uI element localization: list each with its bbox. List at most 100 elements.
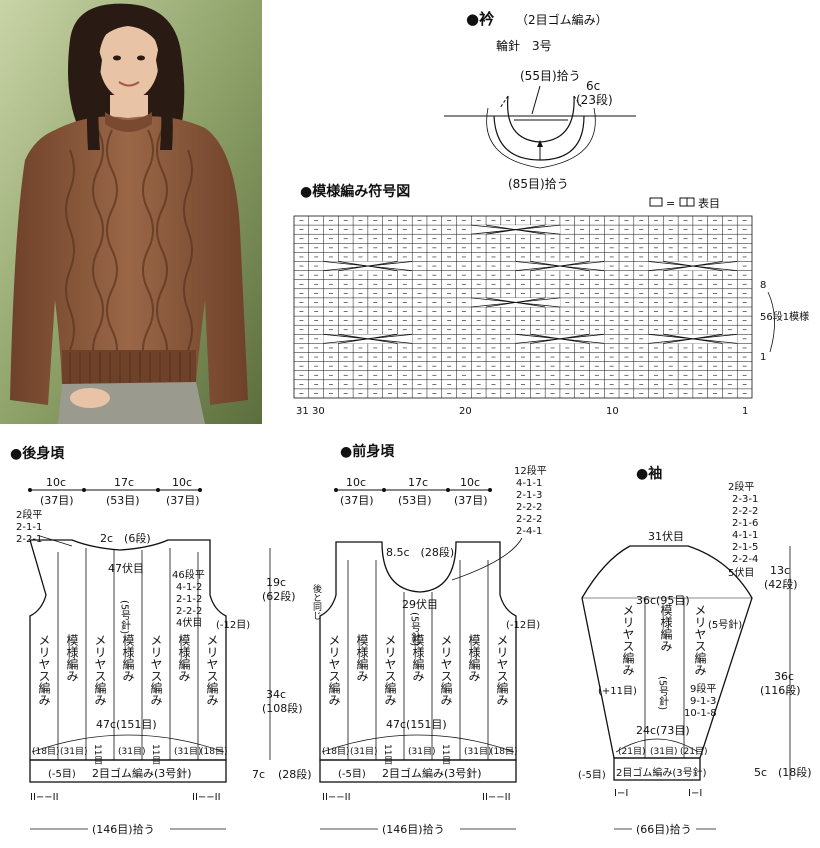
- model-illustration: [0, 0, 262, 424]
- sleeve-column-lines: [644, 598, 685, 758]
- sleeve-cap-8: 5伏目: [728, 566, 754, 579]
- collar-dash-left: [499, 95, 509, 109]
- back-arm-4: 2-2-2: [176, 606, 202, 617]
- front-neck-5: 2-2-2: [516, 514, 542, 525]
- back-arm-5: 4伏目: [176, 616, 202, 629]
- front-dim-dot-2: [382, 488, 386, 492]
- front-neck-3: 2-1-3: [516, 490, 542, 501]
- column-label: メリヤス編み: [205, 634, 219, 706]
- collar-dash-right: [573, 95, 583, 109]
- front-body-section: ●前身頃 10c 17c 10c (37目) (53目) (37目) 12段平 …: [311, 443, 547, 836]
- sleeve-inc: (+11目): [598, 686, 637, 697]
- column-label: メリヤス編み: [37, 634, 51, 706]
- column-label: メリヤス編み: [439, 634, 453, 706]
- sleeve-width-arc: [615, 738, 699, 753]
- column-label: 模様編み: [65, 634, 79, 682]
- sleeve-rib-rows: (18段): [778, 765, 812, 779]
- collar-pickup-bottom: (85目)拾う: [508, 176, 569, 191]
- back-neck-drop: 2c (6段): [100, 531, 151, 545]
- cable-crosses: [323, 224, 738, 344]
- back-dim-dot-1: [28, 488, 32, 492]
- back-armhole-len: 19c: [266, 576, 286, 589]
- front-arm-side: (-12目): [506, 620, 540, 631]
- cast-count: 11目: [440, 744, 450, 764]
- chart-ytick-1: 1: [760, 352, 766, 363]
- chart-xtick-31: 31: [296, 406, 309, 417]
- back-dim-dot-2: [82, 488, 86, 492]
- column-label: 模様編み: [177, 634, 191, 682]
- back-column-lines: [57, 548, 199, 760]
- sleeve-cap-5: 4-1-1: [732, 530, 758, 541]
- back-arm-1: 46段平: [172, 568, 205, 581]
- sleeve-lower-width: 24c(73目): [636, 724, 690, 737]
- front-width-arc: [321, 734, 515, 753]
- back-neck-2: 2-1-1: [16, 522, 42, 533]
- back-neck-3: 2-2-1: [16, 534, 42, 545]
- sleeve-cap-rows: (42段): [764, 577, 798, 591]
- chart-xtick-30: 30: [312, 406, 325, 417]
- front-rib-marks-r: II−−II: [482, 792, 511, 803]
- back-arm-2: 4-1-2: [176, 582, 202, 593]
- back-dim-dot-4: [198, 488, 202, 492]
- back-title: ●後身頃: [10, 445, 65, 462]
- collar-pickup-top: (55目)拾う: [520, 68, 581, 83]
- front-w1: 10c: [346, 476, 366, 489]
- chart-repeat-bracket: [767, 291, 775, 353]
- back-rib-marks-l: II−−II: [30, 792, 59, 803]
- front-column-lines: [347, 560, 489, 760]
- sleeve-title: ●袖: [636, 465, 662, 482]
- cable-line: [530, 333, 590, 344]
- collar-title: ●衿: [466, 10, 494, 28]
- cable-line: [530, 261, 590, 271]
- collar-needle: 輪針 3号: [496, 38, 552, 53]
- sleeve-rib-marks-l: I−I: [614, 788, 628, 799]
- cable-line: [663, 261, 723, 271]
- front-rib: [319, 759, 517, 783]
- back-w1: 10c: [46, 476, 66, 489]
- stitch-grid: [293, 215, 753, 399]
- back-armhole-rows: (62段): [262, 589, 296, 603]
- cast-count: (31目): [118, 746, 145, 757]
- collar-arrowhead: [537, 140, 543, 147]
- column-label: 模様編み: [121, 634, 135, 682]
- sleeve-rib-dec: (-5目): [578, 770, 606, 781]
- cast-count: (18目): [490, 746, 517, 757]
- front-outline: [319, 541, 517, 761]
- back-rib-rows: (28段): [278, 767, 312, 781]
- cast-count: (18目): [32, 746, 59, 757]
- sleeve-cap-4: 2-1-6: [732, 518, 758, 529]
- front-w3: 10c: [460, 476, 480, 489]
- back-needle: (5号針): [119, 600, 131, 634]
- collar-height-cm: 6c: [586, 79, 600, 93]
- sleeve-outline: [581, 545, 753, 759]
- front-s3: (37目): [454, 494, 488, 507]
- back-rib-len: 7c: [252, 768, 265, 781]
- back-s3: (37目): [166, 494, 200, 507]
- sleeve-cast-counts: (21目)(31目)(21目): [618, 746, 707, 757]
- front-rib-dec: (-5目): [338, 769, 366, 780]
- front-pickup-bg: [378, 820, 460, 836]
- front-needle: (5号針): [409, 612, 421, 646]
- front-neck-drop: 8.5c (28段): [386, 545, 454, 559]
- front-bindoff: 29伏目: [402, 597, 438, 611]
- column-label: 模様編み: [467, 634, 481, 682]
- front-dim-dot-4: [488, 488, 492, 492]
- collar-arrow-top: [531, 85, 541, 115]
- cable-line: [338, 261, 398, 271]
- cast-count: (18目): [322, 746, 349, 757]
- column-label: 模様編み: [411, 634, 425, 682]
- back-bindoff: 47伏目: [108, 561, 144, 575]
- back-body-len: 34c: [266, 688, 286, 701]
- legend-eq: =: [666, 197, 675, 210]
- back-column-labels: メリヤス編み模様編みメリヤス編み模様編みメリヤス編み模様編みメリヤス編み: [37, 634, 219, 706]
- front-column-labels: メリヤス編み模様編みメリヤス編み模様編みメリヤス編み模様編みメリヤス編み: [327, 634, 509, 706]
- column-label: メリヤス編み: [383, 634, 397, 706]
- stitch-chart-section: ●模様編み符号図 = 表目 31 30 20 10 1 8 1 56段1模様: [293, 183, 809, 417]
- sleeve-rib: [613, 757, 701, 781]
- cast-count: (31目): [650, 746, 677, 757]
- back-w3: 10c: [172, 476, 192, 489]
- cast-count: (31目): [350, 746, 377, 757]
- back-w2: 17c: [114, 476, 134, 489]
- cast-count: 11目: [382, 744, 392, 764]
- front-rib-marks-l: II−−II: [322, 792, 351, 803]
